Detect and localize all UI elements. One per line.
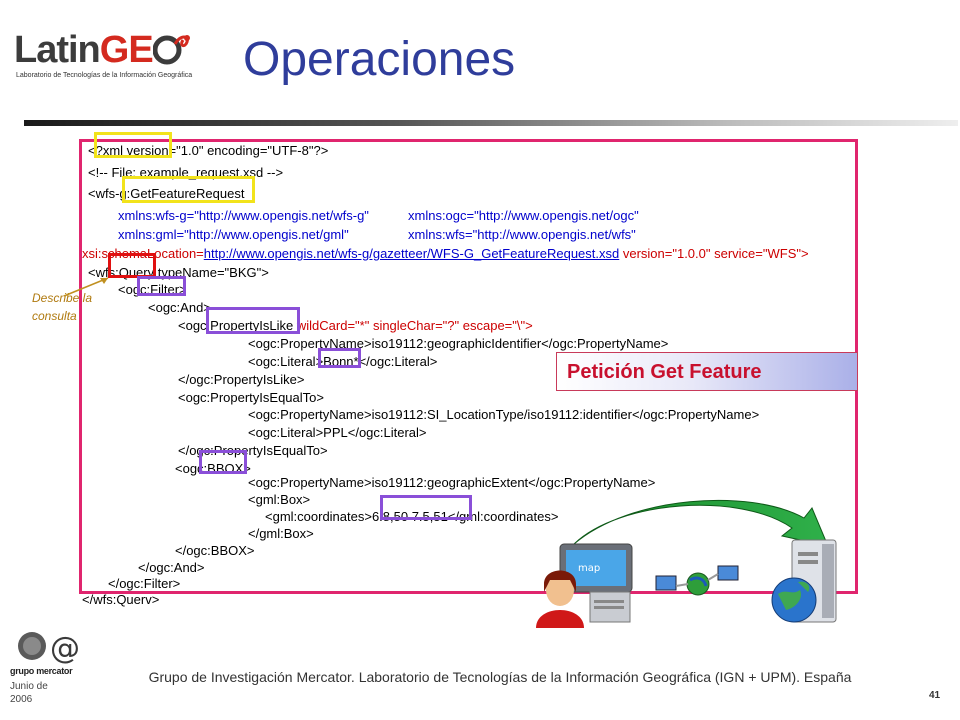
petition-text: Petición Get Feature	[567, 361, 762, 383]
highlight-bonn	[318, 348, 361, 368]
code-line-13: </ogc:PropertyIsLike>	[178, 372, 305, 387]
svg-text:@: @	[50, 631, 80, 666]
code-line-26: </wfs:Querv>	[82, 592, 160, 607]
code-line-4a: xmlns:wfs-g="http://www.opengis.net/wfs-…	[118, 208, 369, 223]
code-line-5a: xmlns:gml="http://www.opengis.net/gml"	[118, 227, 349, 242]
highlight-filter	[137, 276, 186, 296]
client-computer-icon	[536, 543, 633, 628]
code-line-23: </ogc:BBOX>	[175, 543, 255, 558]
title-divider	[24, 120, 958, 126]
logo-text-latin: Latin	[14, 29, 101, 71]
code-line-6: xsi:schemaLocation=http://www.opengis.ne…	[82, 246, 809, 261]
code-line-12: <ogc:Literal>Bonn*</ogc:Literal>	[248, 354, 438, 369]
code-line-5b: xmlns:wfs="http://www.opengis.net/wfs"	[408, 227, 636, 242]
code-line-6-tail: version="1.0.0" service="WFS">	[619, 246, 809, 261]
code-line-24: </ogc:And>	[138, 560, 205, 575]
mercator-logo-text: grupo mercator	[10, 666, 73, 676]
logo-text-ge: GE	[99, 29, 154, 71]
page-title: Operaciones	[243, 33, 516, 86]
logo-globe-icon	[152, 35, 190, 65]
schema-location-link[interactable]: http://www.opengis.net/wfs-g/gazetteer/W…	[203, 246, 620, 261]
highlight-xml-version	[94, 132, 172, 158]
code-line-1: <?xml version="1.0" encoding="UTF-8"?>	[88, 143, 329, 158]
highlight-bbox	[199, 450, 247, 474]
highlight-propertyislike	[206, 307, 300, 334]
code-line-9: <ogc:And>	[148, 300, 211, 315]
network-icon	[655, 565, 739, 596]
page-number: 41	[929, 690, 941, 701]
code-line-20: <gml:Box>	[248, 492, 311, 507]
code-line-19: <ogc:PropertyName>iso19112:geographicExt…	[248, 475, 656, 490]
code-line-3: <wfs-g:GetFeatureRequest	[88, 186, 245, 201]
annotation-arrow-icon	[63, 277, 109, 297]
code-line-17: </ogc:PropertyIsEqualTo>	[178, 443, 328, 458]
highlight-query	[108, 253, 156, 278]
footer-date: Junio de 2006	[10, 681, 48, 705]
highlight-getfeaturerequest	[122, 176, 255, 203]
highlight-coordinates	[380, 495, 472, 520]
code-line-11: <ogc:PropertyName>iso19112:geographicIde…	[248, 336, 669, 351]
code-line-14: <ogc:PropertyIsEqualTo>	[178, 390, 324, 405]
code-line-16: <ogc:Literal>PPL</ogc:Literal>	[248, 425, 427, 440]
code-line-22: </gml:Box>	[248, 526, 314, 541]
latingeo-logo: LatinGE Laboratorio de Tecnologías de la…	[14, 30, 214, 86]
petition-get-feature-label: Petición Get Feature	[556, 352, 858, 391]
code-line-21: <gml:coordinates>6.8,50 7.5,51</gml:coor…	[265, 509, 559, 524]
code-line-15: <ogc:PropertyName>iso19112:SI_LocationTy…	[248, 407, 760, 422]
code-line-25: </ogc:Filter>	[108, 576, 181, 591]
annotation-describe-query: Describe la consulta	[32, 291, 93, 323]
logo-subtitle: Laboratorio de Tecnologías de la Informa…	[16, 72, 193, 79]
server-icon	[771, 539, 837, 623]
mercator-logo-icon: @	[10, 631, 96, 680]
code-line-10-attrs: wildCard="*" singleChar="?" escape="\">	[293, 318, 533, 333]
footer-text: Grupo de Investigación Mercator. Laborat…	[148, 669, 852, 685]
client-screen-label: map	[578, 563, 601, 574]
code-line-4b: xmlns:ogc="http://www.opengis.net/ogc"	[408, 208, 639, 223]
